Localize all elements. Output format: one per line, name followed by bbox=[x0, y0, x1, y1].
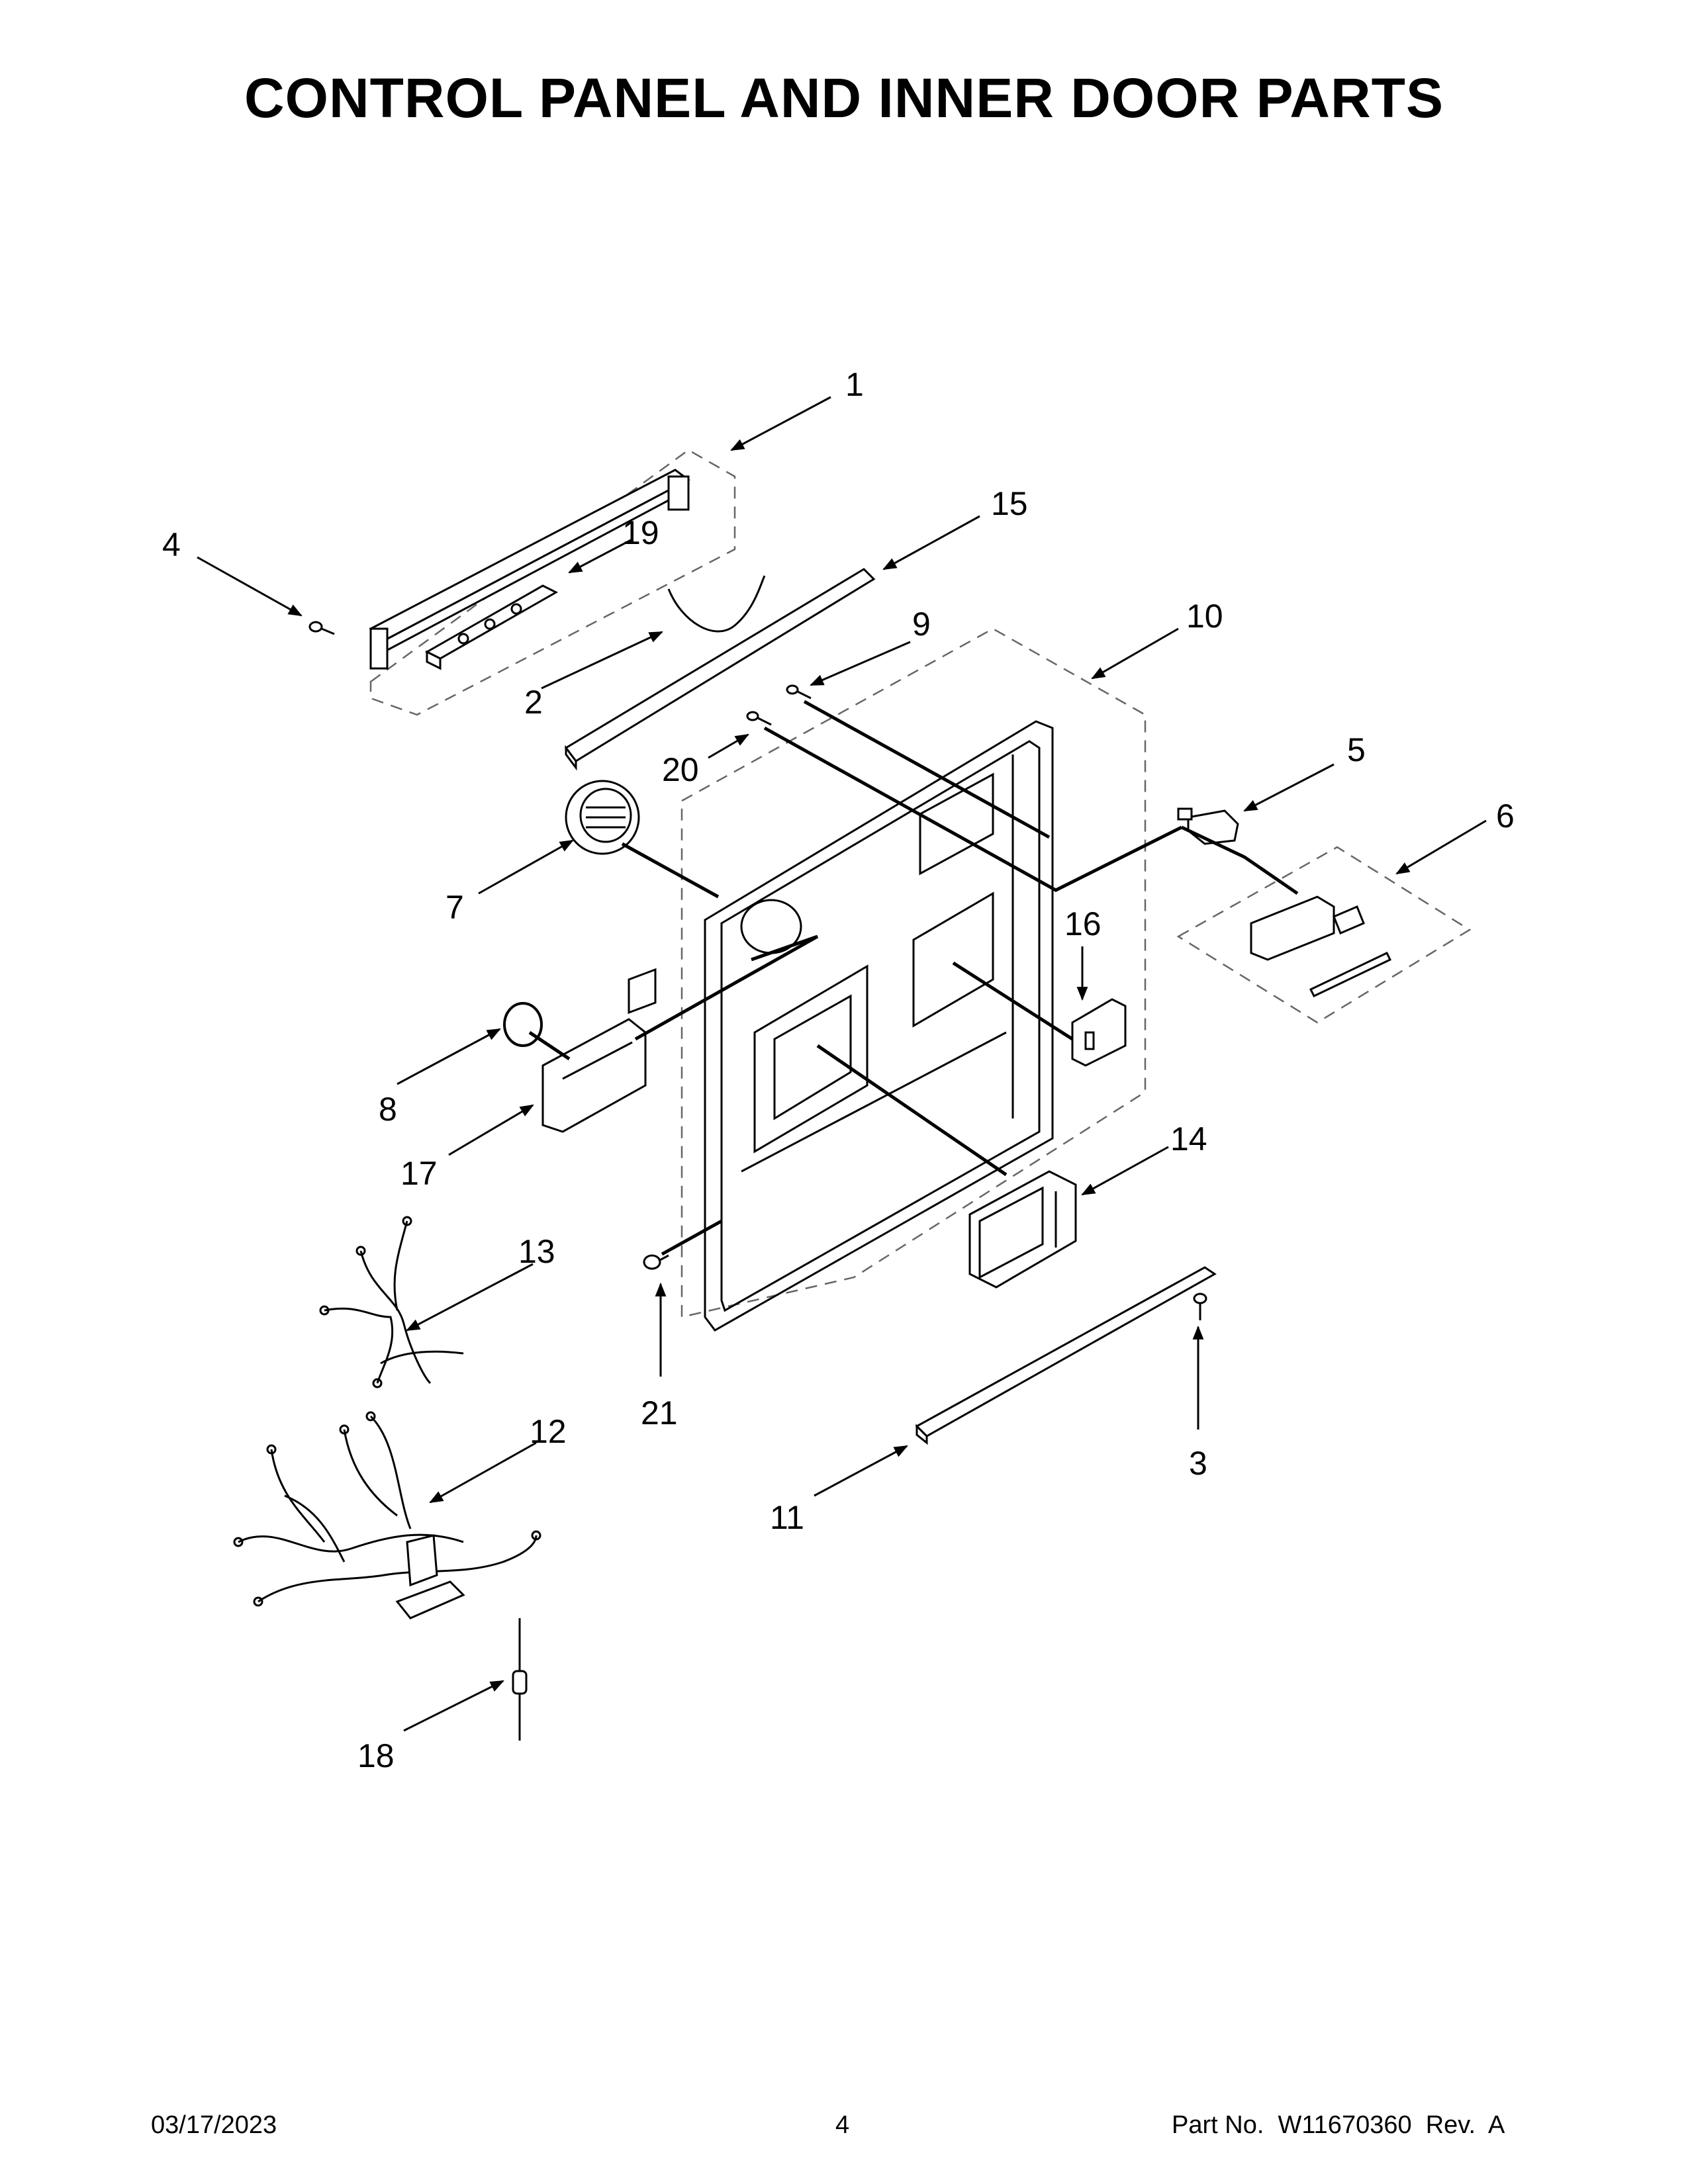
callout-3: 3 bbox=[1189, 1445, 1207, 1482]
bottom-trim-part[interactable] bbox=[915, 1266, 1217, 1445]
leader-lines bbox=[528, 700, 1299, 1256]
wire-part[interactable] bbox=[667, 575, 766, 633]
callout-14: 14 bbox=[1170, 1120, 1207, 1158]
console-part[interactable] bbox=[369, 469, 690, 670]
control-board-part[interactable] bbox=[1250, 895, 1392, 997]
screw-part-3[interactable] bbox=[1193, 1293, 1207, 1320]
callout-2: 2 bbox=[524, 684, 543, 721]
wire-harness-part-13[interactable] bbox=[319, 1216, 464, 1388]
screw-part-20[interactable] bbox=[746, 711, 772, 726]
vent-duct-part[interactable] bbox=[541, 968, 657, 1133]
callout-20: 20 bbox=[662, 751, 699, 788]
wire-harness-part-12[interactable] bbox=[233, 1411, 541, 1619]
callout-10: 10 bbox=[1186, 598, 1223, 635]
vent-part[interactable] bbox=[565, 780, 640, 855]
screw-part-9[interactable] bbox=[786, 684, 812, 700]
callout-16: 16 bbox=[1064, 905, 1102, 942]
callout-17: 17 bbox=[400, 1155, 438, 1192]
callout-1: 1 bbox=[845, 366, 864, 403]
dispenser-part[interactable] bbox=[968, 1170, 1077, 1289]
callout-8: 8 bbox=[379, 1091, 397, 1128]
callout-19: 19 bbox=[622, 514, 659, 551]
strip-part[interactable] bbox=[564, 568, 876, 771]
footer-part-number: Part No. W11670360 Rev. A bbox=[1172, 2111, 1505, 2139]
callout-labels: 1 15 4 19 10 9 2 20 5 6 7 16 8 17 14 13 … bbox=[162, 366, 1515, 1774]
footer-page-number: 4 bbox=[835, 2111, 850, 2139]
callout-arrows bbox=[197, 396, 1487, 1732]
callout-9: 9 bbox=[912, 606, 931, 643]
callout-5: 5 bbox=[1347, 731, 1366, 768]
callout-15: 15 bbox=[991, 485, 1028, 522]
callout-18: 18 bbox=[357, 1737, 395, 1774]
gasket-part[interactable] bbox=[503, 1002, 543, 1047]
inner-door-part[interactable] bbox=[704, 720, 1054, 1332]
callout-13: 13 bbox=[518, 1233, 555, 1270]
footer-date: 03/17/2023 bbox=[151, 2111, 277, 2139]
page-title: CONTROL PANEL AND INNER DOOR PARTS bbox=[244, 67, 1444, 129]
control-board-outline bbox=[1176, 846, 1472, 1024]
callout-21: 21 bbox=[641, 1394, 678, 1432]
callout-11: 11 bbox=[770, 1499, 804, 1536]
control-panel-outline bbox=[369, 449, 736, 716]
user-interface-part[interactable] bbox=[424, 584, 559, 670]
bracket-part[interactable] bbox=[1071, 998, 1127, 1067]
callout-12: 12 bbox=[530, 1413, 567, 1450]
callout-6: 6 bbox=[1496, 797, 1515, 835]
screw-part[interactable] bbox=[308, 621, 335, 635]
fuse-part[interactable] bbox=[512, 1618, 528, 1741]
screw-part-21[interactable] bbox=[643, 1254, 669, 1270]
callout-4: 4 bbox=[162, 526, 181, 563]
callout-7: 7 bbox=[445, 889, 464, 926]
